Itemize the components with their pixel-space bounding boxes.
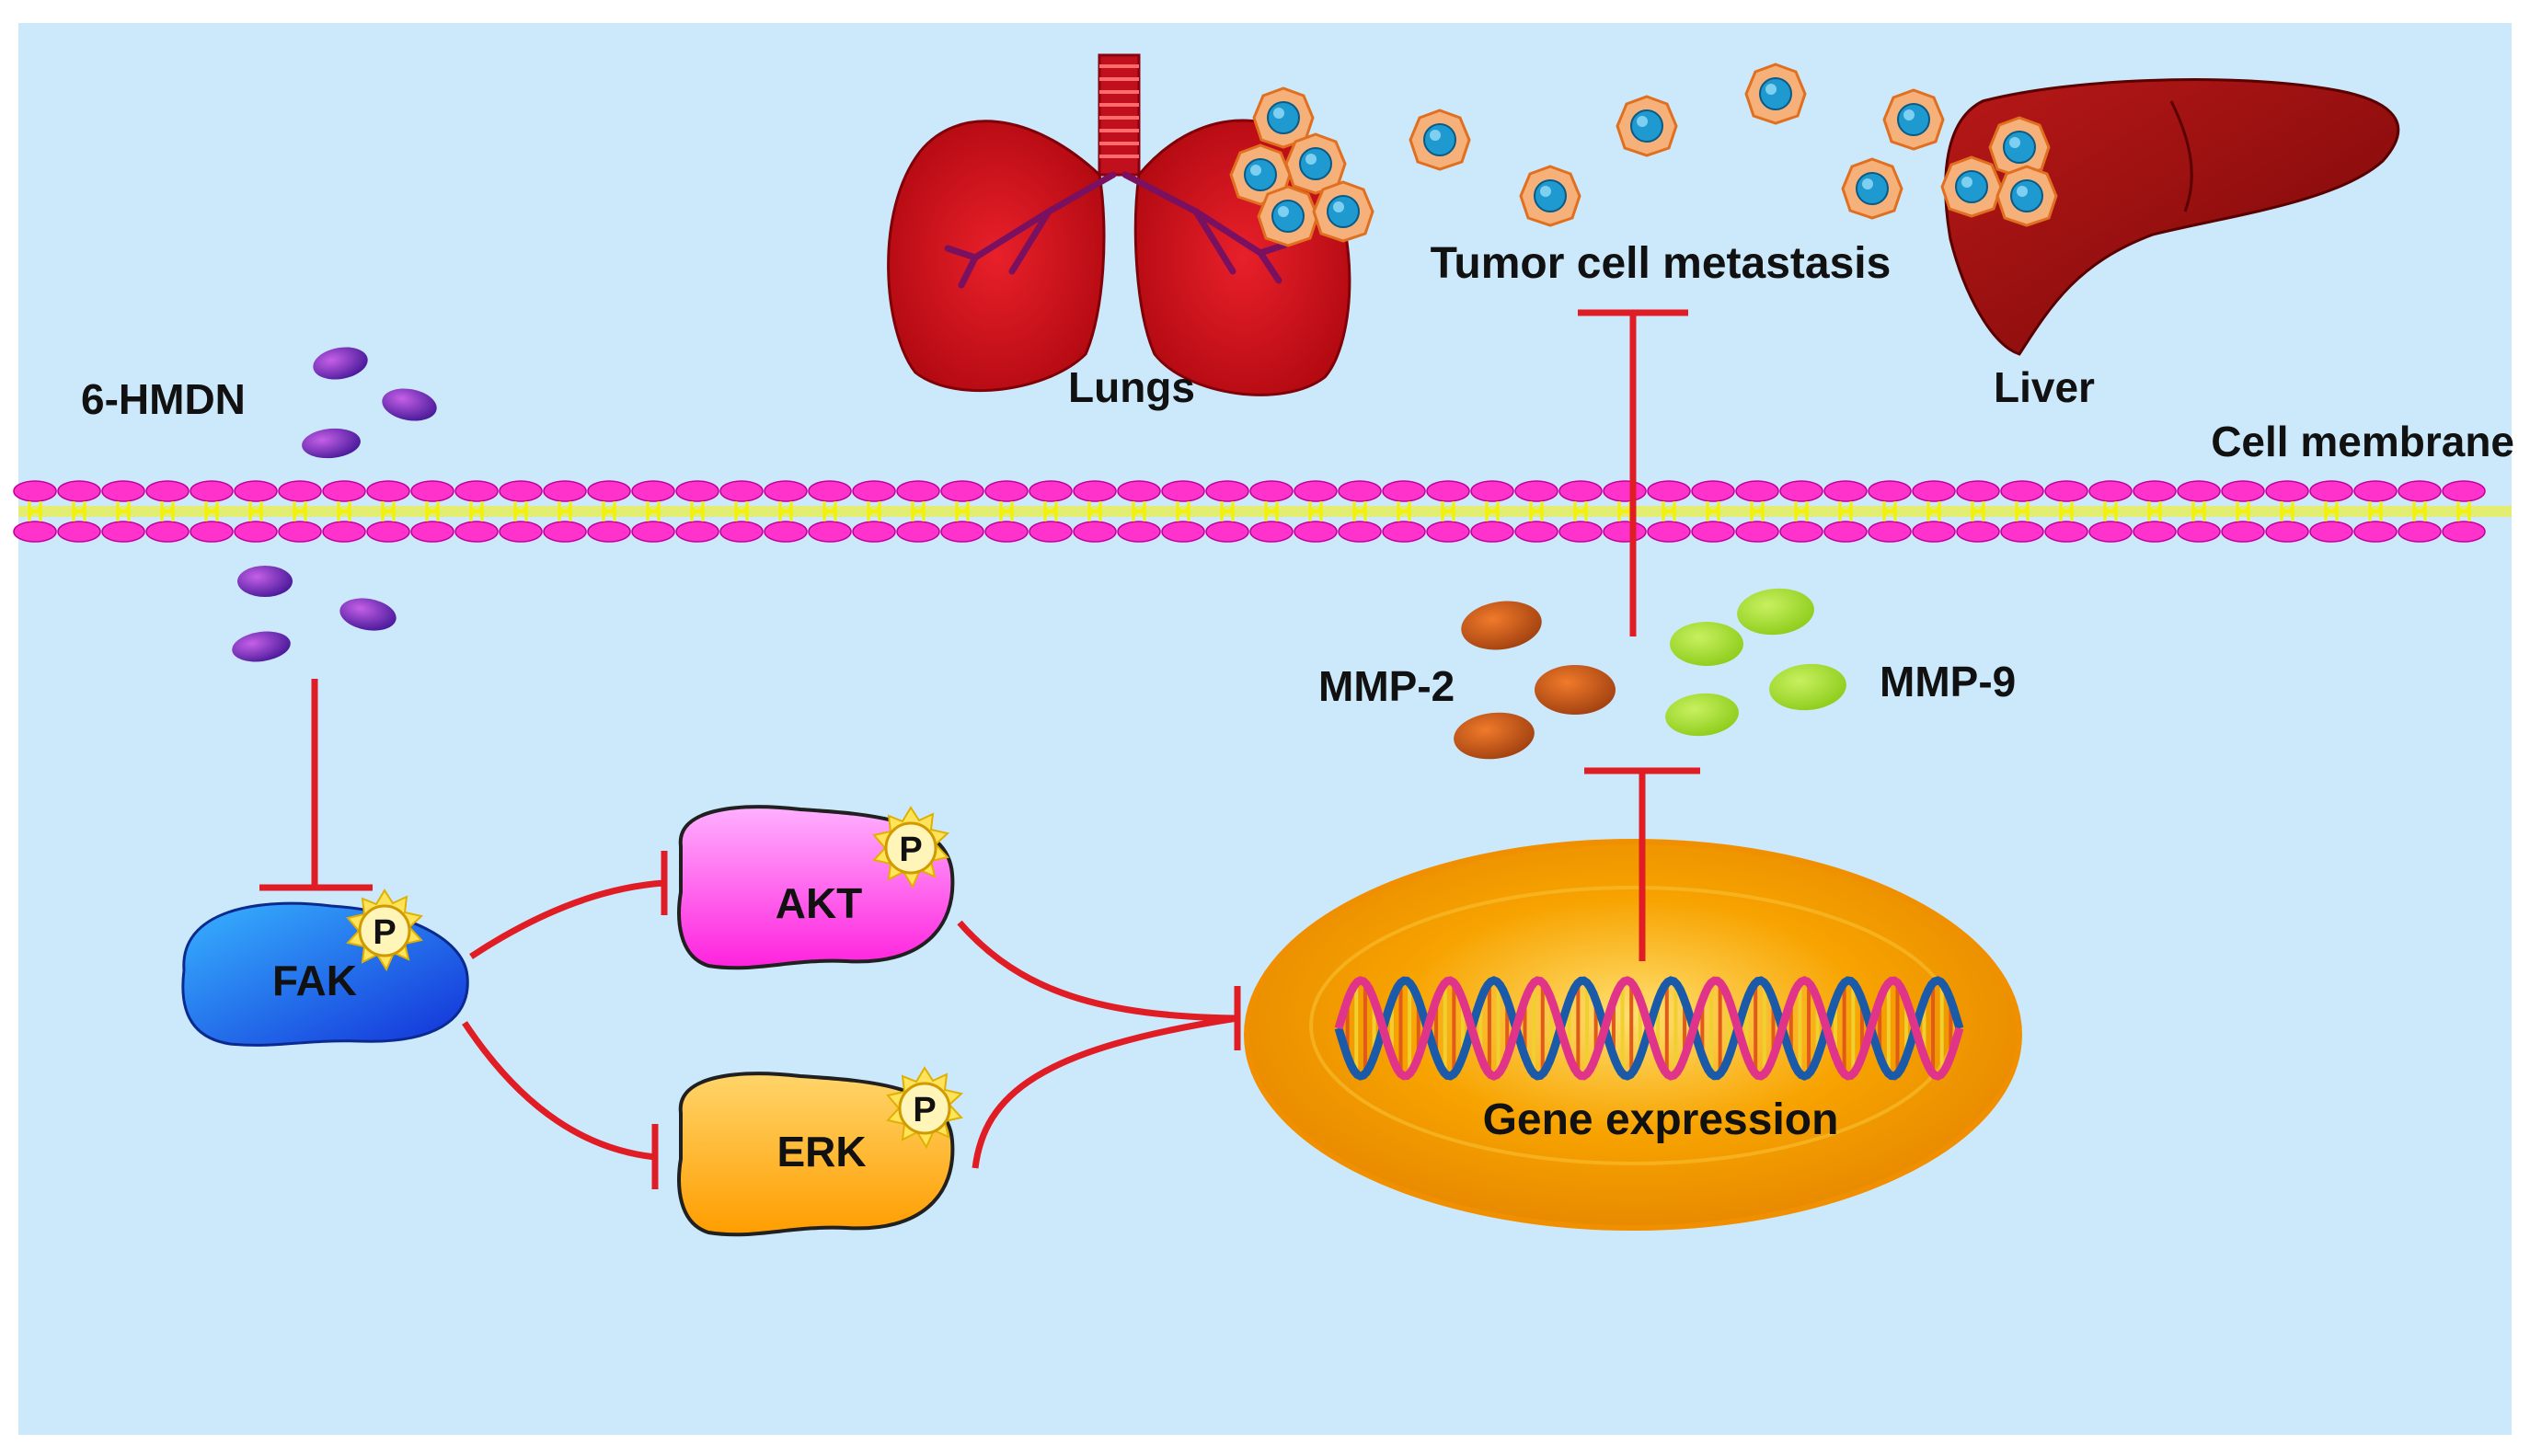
drug-molecule <box>339 598 397 631</box>
fak-phospho-badge: P <box>346 889 423 971</box>
mmp9-protein <box>1737 588 1814 636</box>
erk-to-nucleus-inhibition <box>972 1015 1238 1169</box>
lungs-label: Lungs <box>1068 363 1195 411</box>
drug-molecule <box>302 428 361 459</box>
mmp9-label: MMP-9 <box>1880 658 2016 705</box>
mmp-to-metastasis-inhibition <box>1578 309 1688 636</box>
mmp2-proteins <box>1454 601 1616 760</box>
gene-expression-label: Gene expression <box>1483 1095 1839 1144</box>
tumor-cell-icon <box>1940 155 2003 218</box>
drug-molecule <box>232 631 291 662</box>
membrane-label: Cell membrane <box>2211 418 2514 465</box>
tumor-cell-icon <box>1841 157 1903 220</box>
erk-phospho-label: P <box>913 1091 936 1129</box>
liver-icon <box>1944 78 2400 356</box>
akt-phospho-badge: P <box>872 806 949 889</box>
inhibition-arrows <box>259 309 1700 1189</box>
fak-to-akt-inhibition <box>469 851 668 959</box>
gene-to-mmp-inhibition <box>1584 767 1700 961</box>
tumor-cell-icon <box>1257 185 1319 247</box>
fak-to-erk-inhibition <box>462 1021 659 1189</box>
liver-label: Liver <box>1994 363 2095 411</box>
tumor-cell-icon <box>1409 109 1471 171</box>
drug-molecule <box>237 566 293 597</box>
erk-phospho-badge: P <box>886 1066 963 1149</box>
tumor-cell-icon <box>1995 165 2058 227</box>
fak-label: FAK <box>272 957 357 1004</box>
drug-molecule <box>313 347 368 380</box>
mmp2-protein <box>1461 601 1542 650</box>
metastasis-label: Tumor cell metastasis <box>1431 239 1892 288</box>
tumor-cell-icon <box>1882 88 1945 151</box>
dna-strand <box>1334 976 1964 1081</box>
tumor-cell-icon <box>1744 63 1807 125</box>
fak-phospho-label: P <box>373 913 396 952</box>
erk-protein <box>677 1072 955 1237</box>
akt-label: AKT <box>776 879 863 927</box>
cell-membrane <box>12 479 2512 544</box>
dna-helix-icon <box>1334 976 1964 1081</box>
akt-phospho-label: P <box>899 831 922 869</box>
drug-label: 6-HMDN <box>81 375 246 423</box>
mmp9-proteins <box>1665 588 1846 737</box>
mmp9-protein <box>1670 622 1743 666</box>
mmp9-protein <box>1665 693 1739 737</box>
mmp2-protein <box>1454 712 1535 760</box>
tumor-cell-icon <box>1312 180 1374 243</box>
drug-to-fak-inhibition <box>259 679 373 891</box>
mmp2-protein <box>1535 665 1616 715</box>
mmp2-label: MMP-2 <box>1318 662 1455 710</box>
tumor-cell-icon <box>1616 95 1678 157</box>
drug-molecule <box>382 388 437 421</box>
erk-label: ERK <box>776 1128 866 1175</box>
tumor-cell-icon <box>1519 165 1581 227</box>
drug-molecules <box>232 347 437 662</box>
mmp9-protein <box>1769 663 1846 711</box>
